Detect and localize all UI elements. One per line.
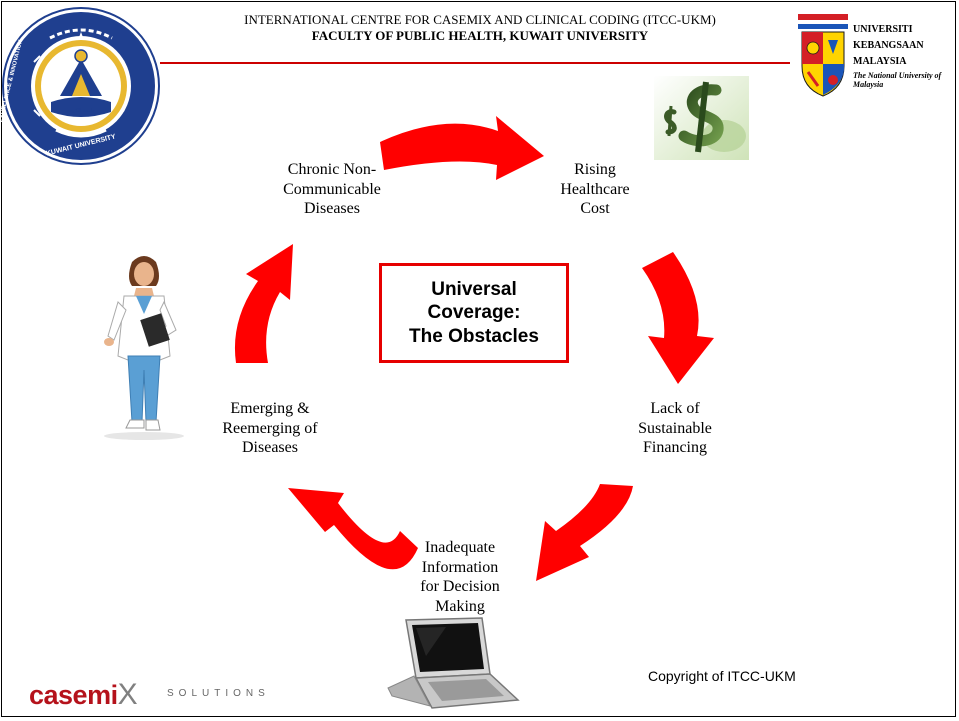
- step-emerging-diseases: Emerging & Reemerging of Diseases: [222, 400, 318, 457]
- step-chronic-diseases: Chronic Non- Communicable Diseases: [283, 161, 381, 218]
- laptop-icon: [387, 617, 520, 709]
- step-inadequate-information: Inadequate Information for Decision Maki…: [420, 539, 500, 615]
- doctor-figure-icon: [104, 256, 184, 440]
- kuwait-logo-arabic-text: جامعة الكويت: [66, 108, 96, 114]
- copyright-text: Copyright of ITCC-UKM: [648, 668, 796, 684]
- step-lack-of-financing: Lack of Sustainable Financing: [638, 400, 712, 457]
- header-rule: [160, 62, 790, 64]
- casemix-logo-x: X: [117, 678, 138, 711]
- ukm-tagline: The National University of Malaysia: [853, 71, 942, 89]
- header-line-1: INTERNATIONAL CENTRE FOR CASEMIX AND CLI…: [244, 12, 716, 27]
- diagram-title: Universal Coverage: The Obstacles: [379, 263, 569, 363]
- curved-arrow-icon: [642, 252, 714, 384]
- ukm-line-1: UNIVERSITI: [853, 24, 913, 35]
- kuwait-university-logo-icon: [2, 7, 160, 165]
- curved-arrow-icon: [536, 484, 633, 581]
- ukm-line-2: KEBANGSAAN: [853, 40, 924, 51]
- casemix-solutions-text: SOLUTIONS: [167, 688, 270, 699]
- curved-arrow-icon: [234, 244, 293, 363]
- casemix-logo-main: casemi: [29, 680, 118, 710]
- header-line-2: FACULTY OF PUBLIC HEALTH, KUWAIT UNIVERS…: [311, 28, 649, 43]
- ukm-line-3: MALAYSIA: [853, 56, 907, 67]
- dollar-sign-icon: [654, 76, 749, 160]
- casemix-logo: casemiX: [29, 678, 138, 712]
- curved-arrow-icon: [288, 488, 418, 570]
- ukm-logo-icon: [798, 14, 848, 97]
- step-rising-cost: Rising Healthcare Cost: [560, 161, 630, 218]
- curved-arrow-icon: [380, 116, 544, 180]
